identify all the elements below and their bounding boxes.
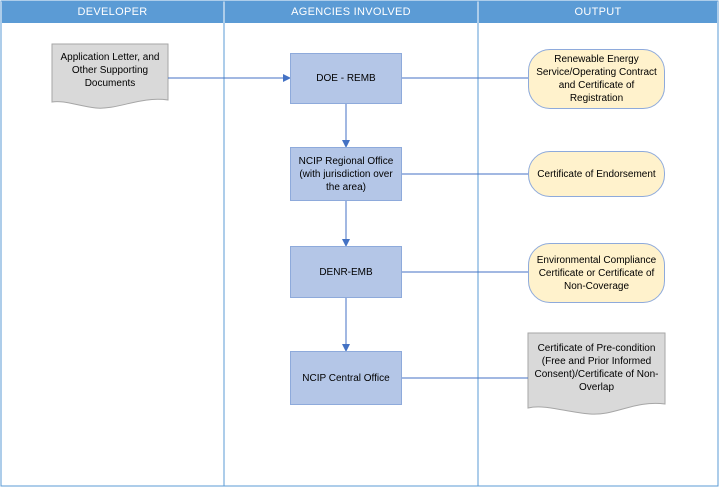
output-certificate-of-precondition: Certificate of Pre-condition (Free and P… — [534, 343, 659, 393]
agency-doe-remb: DOE - REMB — [290, 53, 402, 104]
output-certificate-of-endorsement: Certificate of Endorsement — [528, 151, 665, 197]
lane-header-agencies: AGENCIES INVOLVED — [225, 1, 477, 23]
agency-ncip-regional-office: NCIP Regional Office (with jurisdiction … — [290, 147, 402, 201]
output-document-shape — [527, 332, 666, 415]
developer-document-label: Application Letter, and Other Supporting… — [60, 51, 160, 89]
lane-header-developer: DEVELOPER — [2, 1, 223, 23]
agency-ncip-central-office: NCIP Central Office — [290, 351, 402, 405]
developer-document-shape — [51, 43, 169, 109]
lane-header-output: OUTPUT — [479, 1, 717, 23]
output-renewable-energy-contract: Renewable Energy Service/Operating Contr… — [528, 49, 665, 109]
agency-denr-emb: DENR-EMB — [290, 246, 402, 298]
output-environmental-compliance-certificate: Environmental Compliance Certificate or … — [528, 243, 665, 303]
